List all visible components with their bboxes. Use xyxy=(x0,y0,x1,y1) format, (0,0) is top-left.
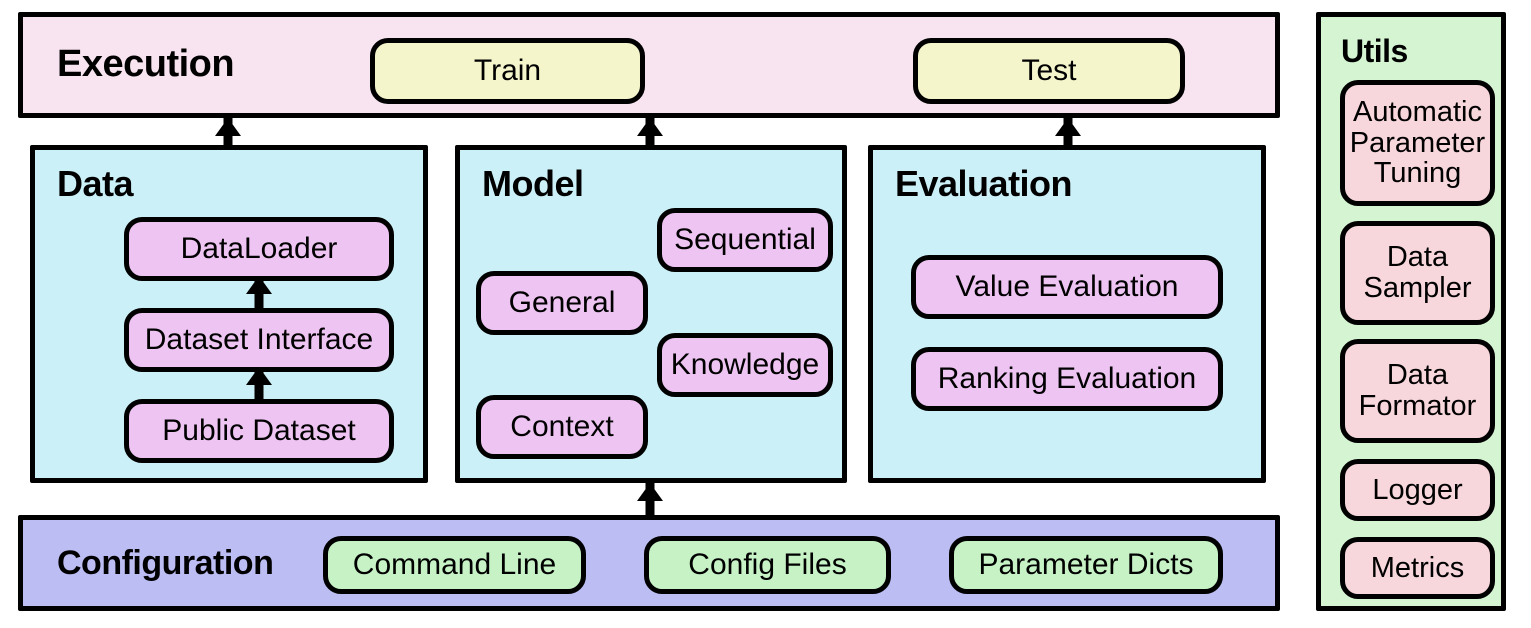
data-chip-dataset-interface[interactable]: Dataset Interface xyxy=(124,308,394,372)
utils-chip-data-formator[interactable]: Data Formator xyxy=(1340,339,1495,443)
evaluation-panel: Evaluation Value Evaluation Ranking Eval… xyxy=(868,145,1266,483)
execution-title: Execution xyxy=(57,43,235,85)
data-chip-dataloader[interactable]: DataLoader xyxy=(124,217,394,281)
model-panel: Model Sequential General Knowledge Conte… xyxy=(455,145,847,483)
arrow-model-to-execution xyxy=(632,118,668,147)
data-chip-public-dataset[interactable]: Public Dataset xyxy=(124,399,394,463)
execution-chip-train[interactable]: Train xyxy=(370,38,645,104)
model-chip-sequential[interactable]: Sequential xyxy=(657,208,833,272)
configuration-panel: Configuration Command Line Config Files … xyxy=(18,515,1280,611)
utils-title: Utils xyxy=(1341,33,1408,69)
evaluation-title: Evaluation xyxy=(895,163,1073,204)
utils-chip-logger[interactable]: Logger xyxy=(1340,459,1495,521)
utils-chip-metrics[interactable]: Metrics xyxy=(1340,537,1495,599)
model-chip-general[interactable]: General xyxy=(476,271,648,335)
evaluation-chip-value-evaluation[interactable]: Value Evaluation xyxy=(911,255,1223,319)
model-title: Model xyxy=(482,163,584,204)
arrow-evaluation-to-execution xyxy=(1050,118,1086,147)
arrow-dataset-interface-to-dataloader xyxy=(241,276,277,308)
evaluation-chip-ranking-evaluation[interactable]: Ranking Evaluation xyxy=(911,347,1223,411)
data-title: Data xyxy=(57,163,134,204)
arrow-data-to-execution xyxy=(210,118,246,147)
configuration-chip-parameter-dicts[interactable]: Parameter Dicts xyxy=(949,536,1223,594)
utils-chip-data-sampler[interactable]: Data Sampler xyxy=(1340,221,1495,325)
configuration-chip-config-files[interactable]: Config Files xyxy=(644,536,891,594)
arrow-public-dataset-to-dataset-interface xyxy=(241,367,277,399)
utils-panel: Utils Automatic Parameter Tuning Data Sa… xyxy=(1316,12,1506,611)
model-chip-knowledge[interactable]: Knowledge xyxy=(657,333,833,397)
configuration-title: Configuration xyxy=(57,544,274,582)
utils-chip-automatic-parameter-tuning[interactable]: Automatic Parameter Tuning xyxy=(1340,80,1495,206)
configuration-chip-command-line[interactable]: Command Line xyxy=(323,536,586,594)
arrow-configuration-to-model xyxy=(632,483,668,515)
execution-panel: Execution Train Test xyxy=(18,12,1280,118)
data-panel: Data DataLoader Dataset Interface Public… xyxy=(30,145,428,483)
execution-chip-test[interactable]: Test xyxy=(913,38,1185,104)
model-chip-context[interactable]: Context xyxy=(476,395,648,459)
